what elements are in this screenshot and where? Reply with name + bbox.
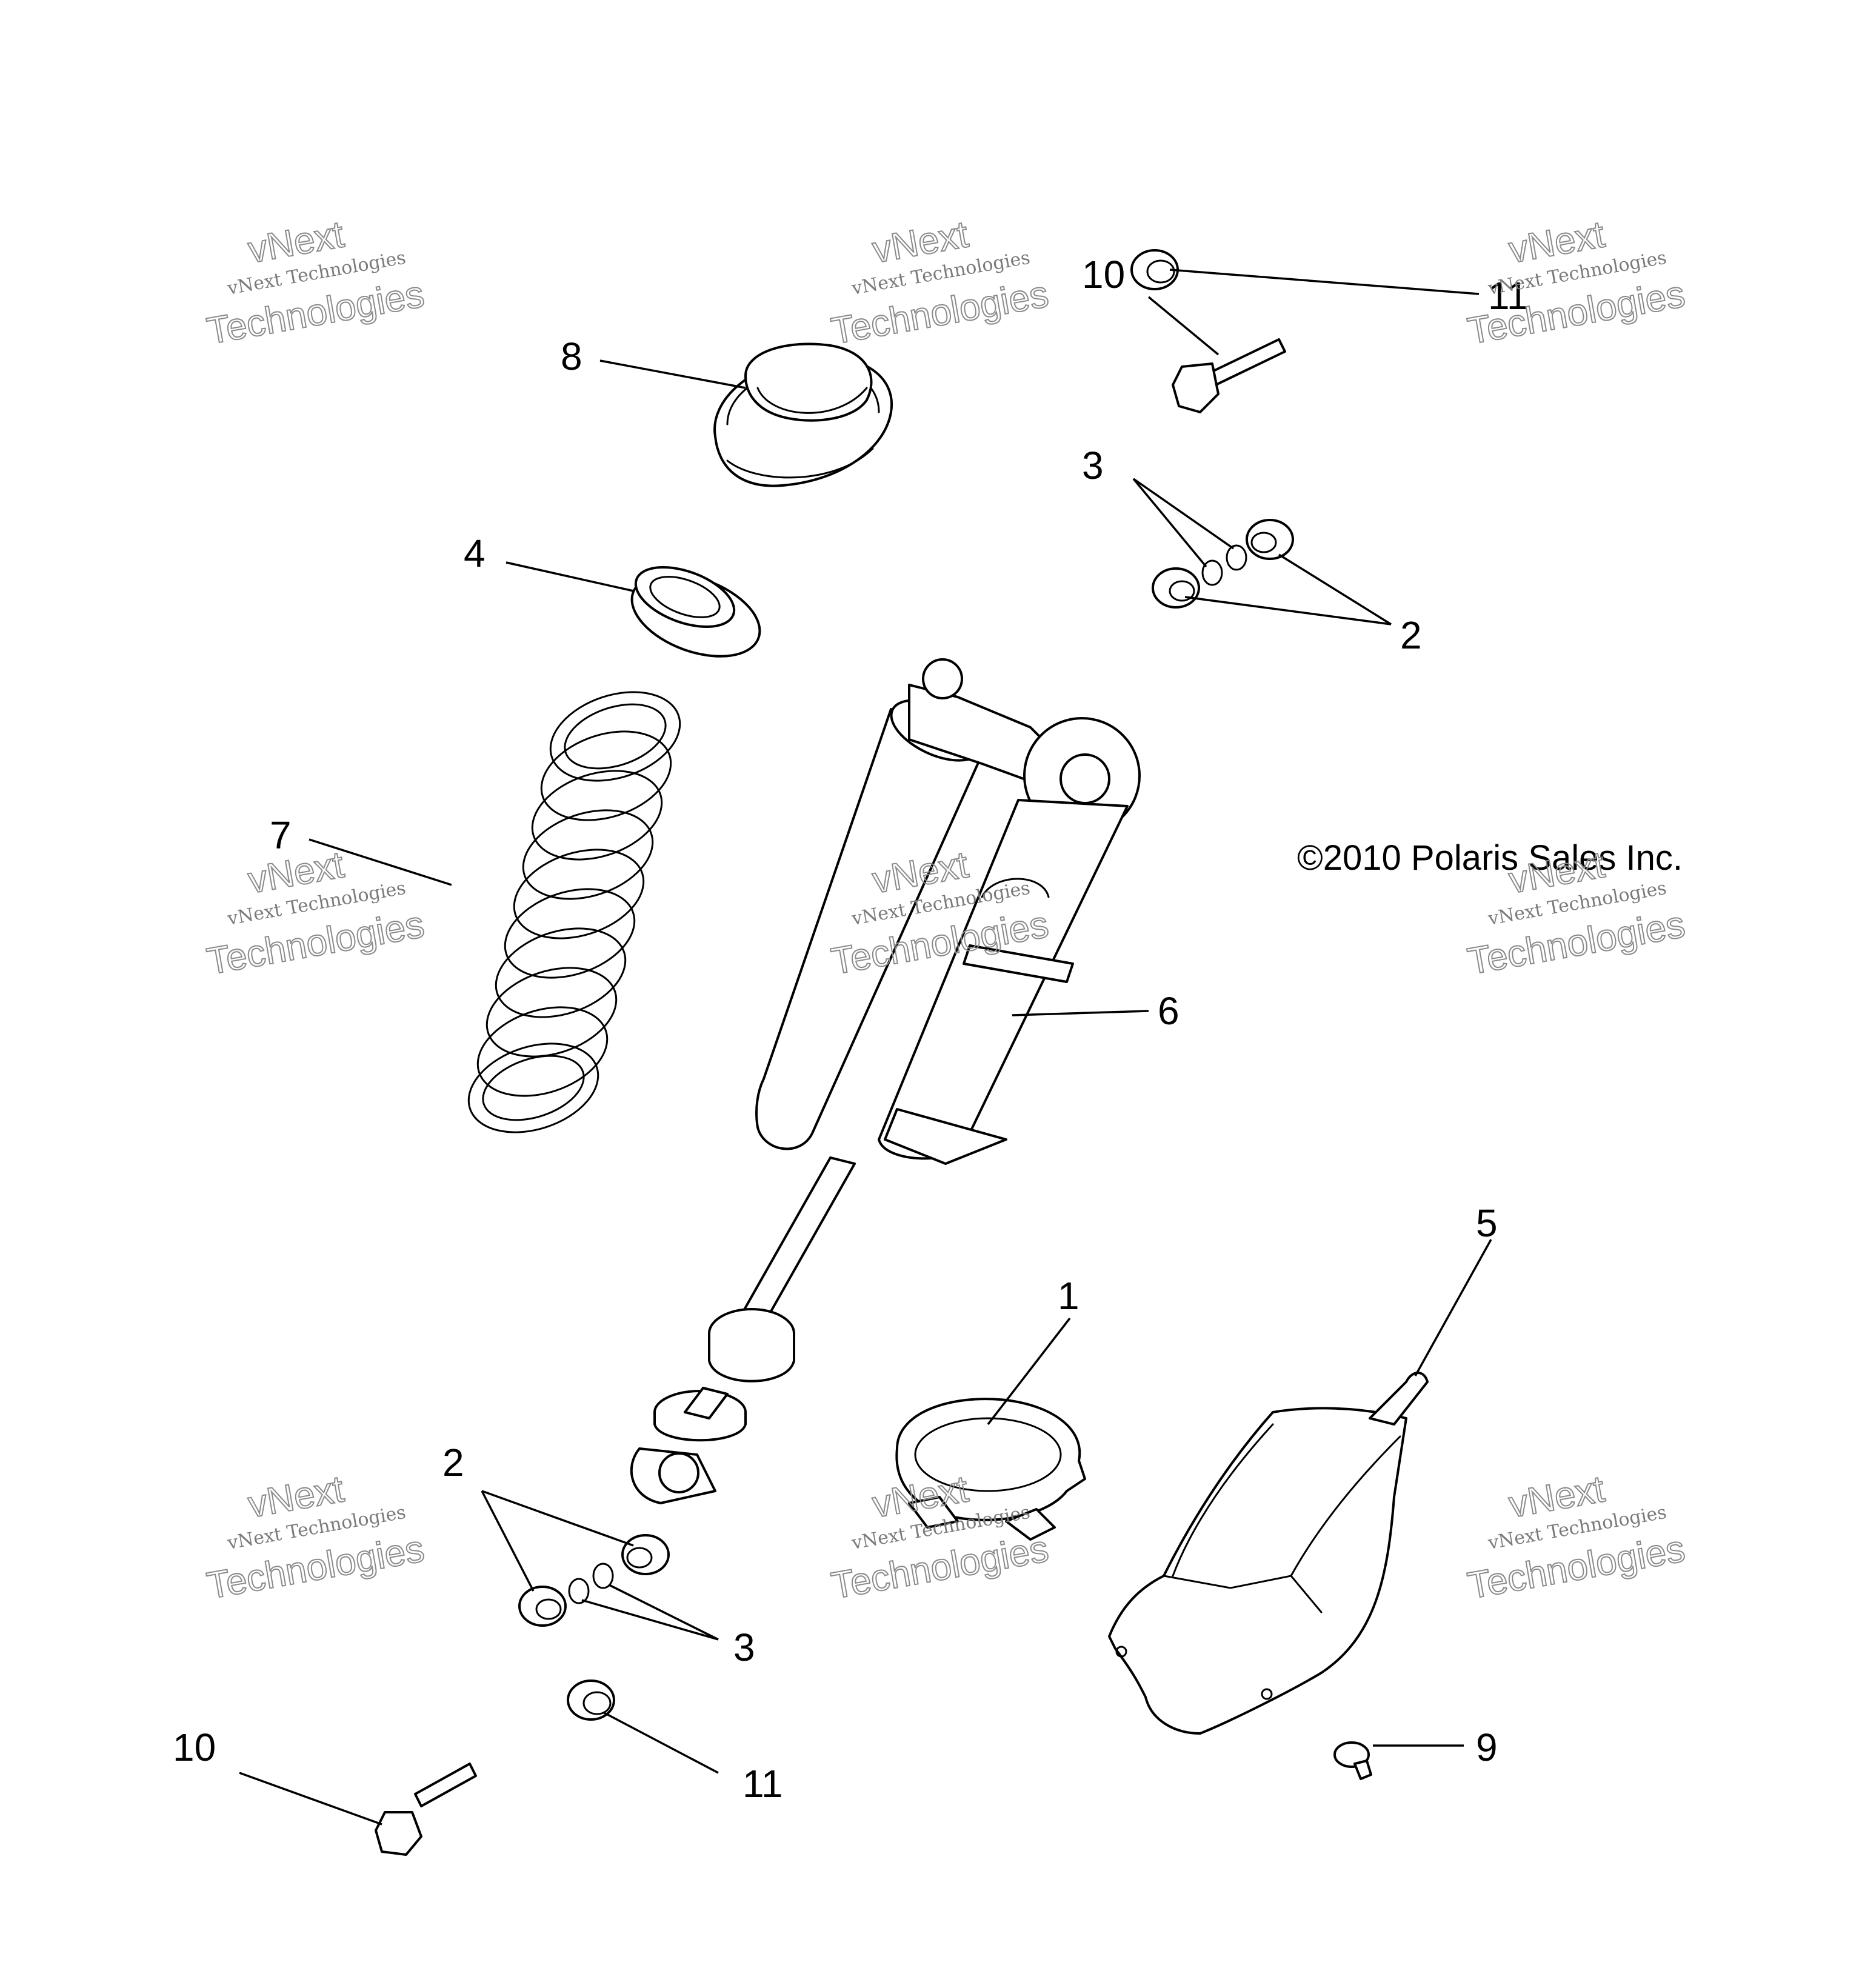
part-8-spring-retainer [713,342,893,487]
callout-7: 7 [270,813,292,857]
watermark: vNext vNext Technologies Technologies [1464,1467,1688,1607]
part-6-shock-absorber [630,658,1141,1504]
part-2-3-bushings-upper [1152,519,1294,609]
callout-9: 9 [1476,1726,1498,1769]
part-10-bolt-lower [375,1763,477,1856]
callout-11-lower: 11 [742,1762,783,1806]
callout-10-lower: 10 [173,1726,216,1769]
callout-1: 1 [1058,1274,1079,1318]
part-9-screw [1333,1741,1372,1780]
part-4-spring-seat [630,565,761,658]
watermark: vNext vNext Technologies Technologies [203,1467,427,1607]
callout-8: 8 [561,335,582,378]
callout-2-lower: 2 [442,1441,464,1484]
part-5-shock-cover [1108,1372,1429,1735]
callout-6: 6 [1158,989,1180,1033]
watermark: vNext vNext Technologies Technologies [203,213,427,353]
callout-4: 4 [464,532,486,575]
watermark: vNext vNext Technologies Technologies [827,213,1052,353]
callout-2-upper: 2 [1400,613,1422,657]
copyright-notice: ©2010 Polaris Sales Inc. [1297,838,1683,878]
watermarks: vNext vNext Technologies Technologies vN… [203,213,1688,1607]
watermark: vNext vNext Technologies Technologies [203,843,427,983]
callout-3-lower: 3 [733,1626,755,1669]
part-7-coil-spring [467,691,681,1133]
callout-5: 5 [1476,1201,1498,1245]
callout-10-upper: 10 [1082,253,1125,296]
callout-11-upper: 11 [1488,274,1528,318]
part-10-bolt-upper [1172,338,1286,413]
part-11-nut-lower [567,1679,615,1721]
callout-3-upper: 3 [1082,444,1104,487]
part-2-3-bushings-lower [518,1534,670,1627]
callout-numbers: 8 4 7 6 10 11 3 2 1 5 2 3 11 10 9 [173,253,1528,1806]
part-1-spring-clip [895,1398,1086,1541]
leader-lines [239,269,1492,1826]
